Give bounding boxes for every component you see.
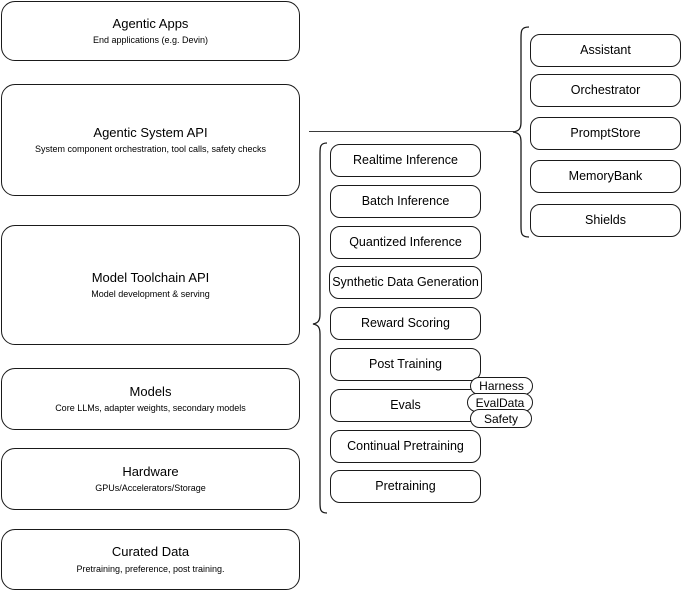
toolchain-item-post-training[interactable]: Post Training	[330, 348, 481, 381]
item-label: Continual Pretraining	[347, 438, 464, 453]
system-item-promptstore[interactable]: PromptStore	[530, 117, 681, 150]
layer-title: Models	[129, 383, 172, 399]
item-label: Quantized Inference	[349, 234, 462, 249]
toolchain-item-realtime-inference[interactable]: Realtime Inference	[330, 144, 481, 177]
toolchain-item-quantized-inference[interactable]: Quantized Inference	[330, 226, 481, 259]
toolchain-item-continual-pretraining[interactable]: Continual Pretraining	[330, 430, 481, 463]
item-label: Pretraining	[375, 478, 436, 493]
layer-subtitle: End applications (e.g. Devin)	[92, 35, 209, 45]
item-label: Reward Scoring	[361, 315, 450, 330]
layer-subtitle: System component orchestration, tool cal…	[34, 144, 267, 154]
toolchain-item-evals[interactable]: Evals	[330, 389, 481, 422]
system-item-orchestrator[interactable]: Orchestrator	[530, 74, 681, 107]
item-label: Evals	[390, 397, 421, 412]
toolchain-item-batch-inference[interactable]: Batch Inference	[330, 185, 481, 218]
item-label: Realtime Inference	[353, 152, 458, 167]
toolchain-item-synthetic-data-generation[interactable]: Synthetic Data Generation	[329, 266, 482, 299]
item-label: Orchestrator	[570, 82, 641, 97]
pill-label: EvalData	[475, 395, 525, 410]
toolchain-item-pretraining[interactable]: Pretraining	[330, 470, 481, 503]
connector-line-agentic-system-api	[309, 131, 514, 133]
brace-agentic-system-components	[508, 26, 530, 238]
layer-title: Hardware	[122, 463, 179, 479]
item-label: MemoryBank	[568, 168, 643, 183]
evals-pill-evaldata[interactable]: EvalData	[467, 393, 533, 412]
item-label: Assistant	[580, 42, 631, 57]
toolchain-item-reward-scoring[interactable]: Reward Scoring	[330, 307, 481, 340]
layer-box-agentic-apps[interactable]: Agentic Apps End applications (e.g. Devi…	[1, 1, 300, 61]
pill-label: Harness	[479, 379, 524, 393]
item-label: Batch Inference	[361, 193, 450, 208]
layer-box-hardware[interactable]: Hardware GPUs/Accelerators/Storage	[1, 448, 300, 510]
item-label: PromptStore	[570, 125, 641, 140]
layer-box-curated-data[interactable]: Curated Data Pretraining, preference, po…	[1, 529, 300, 590]
layer-subtitle: GPUs/Accelerators/Storage	[95, 483, 206, 493]
item-label: Shields	[585, 212, 626, 227]
evals-pill-safety[interactable]: Safety	[470, 409, 532, 428]
brace-model-toolchain-components	[312, 142, 334, 514]
layer-title: Agentic System API	[93, 124, 208, 140]
layer-box-models[interactable]: Models Core LLMs, adapter weights, secon…	[1, 368, 300, 430]
layer-subtitle: Pretraining, preference, post training.	[76, 563, 225, 574]
system-item-assistant[interactable]: Assistant	[530, 34, 681, 67]
layer-title: Agentic Apps	[112, 15, 189, 31]
layer-subtitle: Core LLMs, adapter weights, secondary mo…	[55, 403, 246, 413]
layer-box-agentic-system-api[interactable]: Agentic System API System component orch…	[1, 84, 300, 196]
pill-label: Safety	[483, 411, 519, 426]
item-label: Post Training	[369, 356, 442, 371]
item-label: Synthetic Data Generation	[332, 274, 479, 289]
layer-subtitle: Model development & serving	[91, 289, 210, 299]
system-item-shields[interactable]: Shields	[530, 204, 681, 237]
layer-box-model-toolchain-api[interactable]: Model Toolchain API Model development & …	[1, 225, 300, 345]
system-item-memorybank[interactable]: MemoryBank	[530, 160, 681, 193]
layer-title: Curated Data	[111, 544, 190, 560]
layer-title: Model Toolchain API	[91, 269, 210, 285]
